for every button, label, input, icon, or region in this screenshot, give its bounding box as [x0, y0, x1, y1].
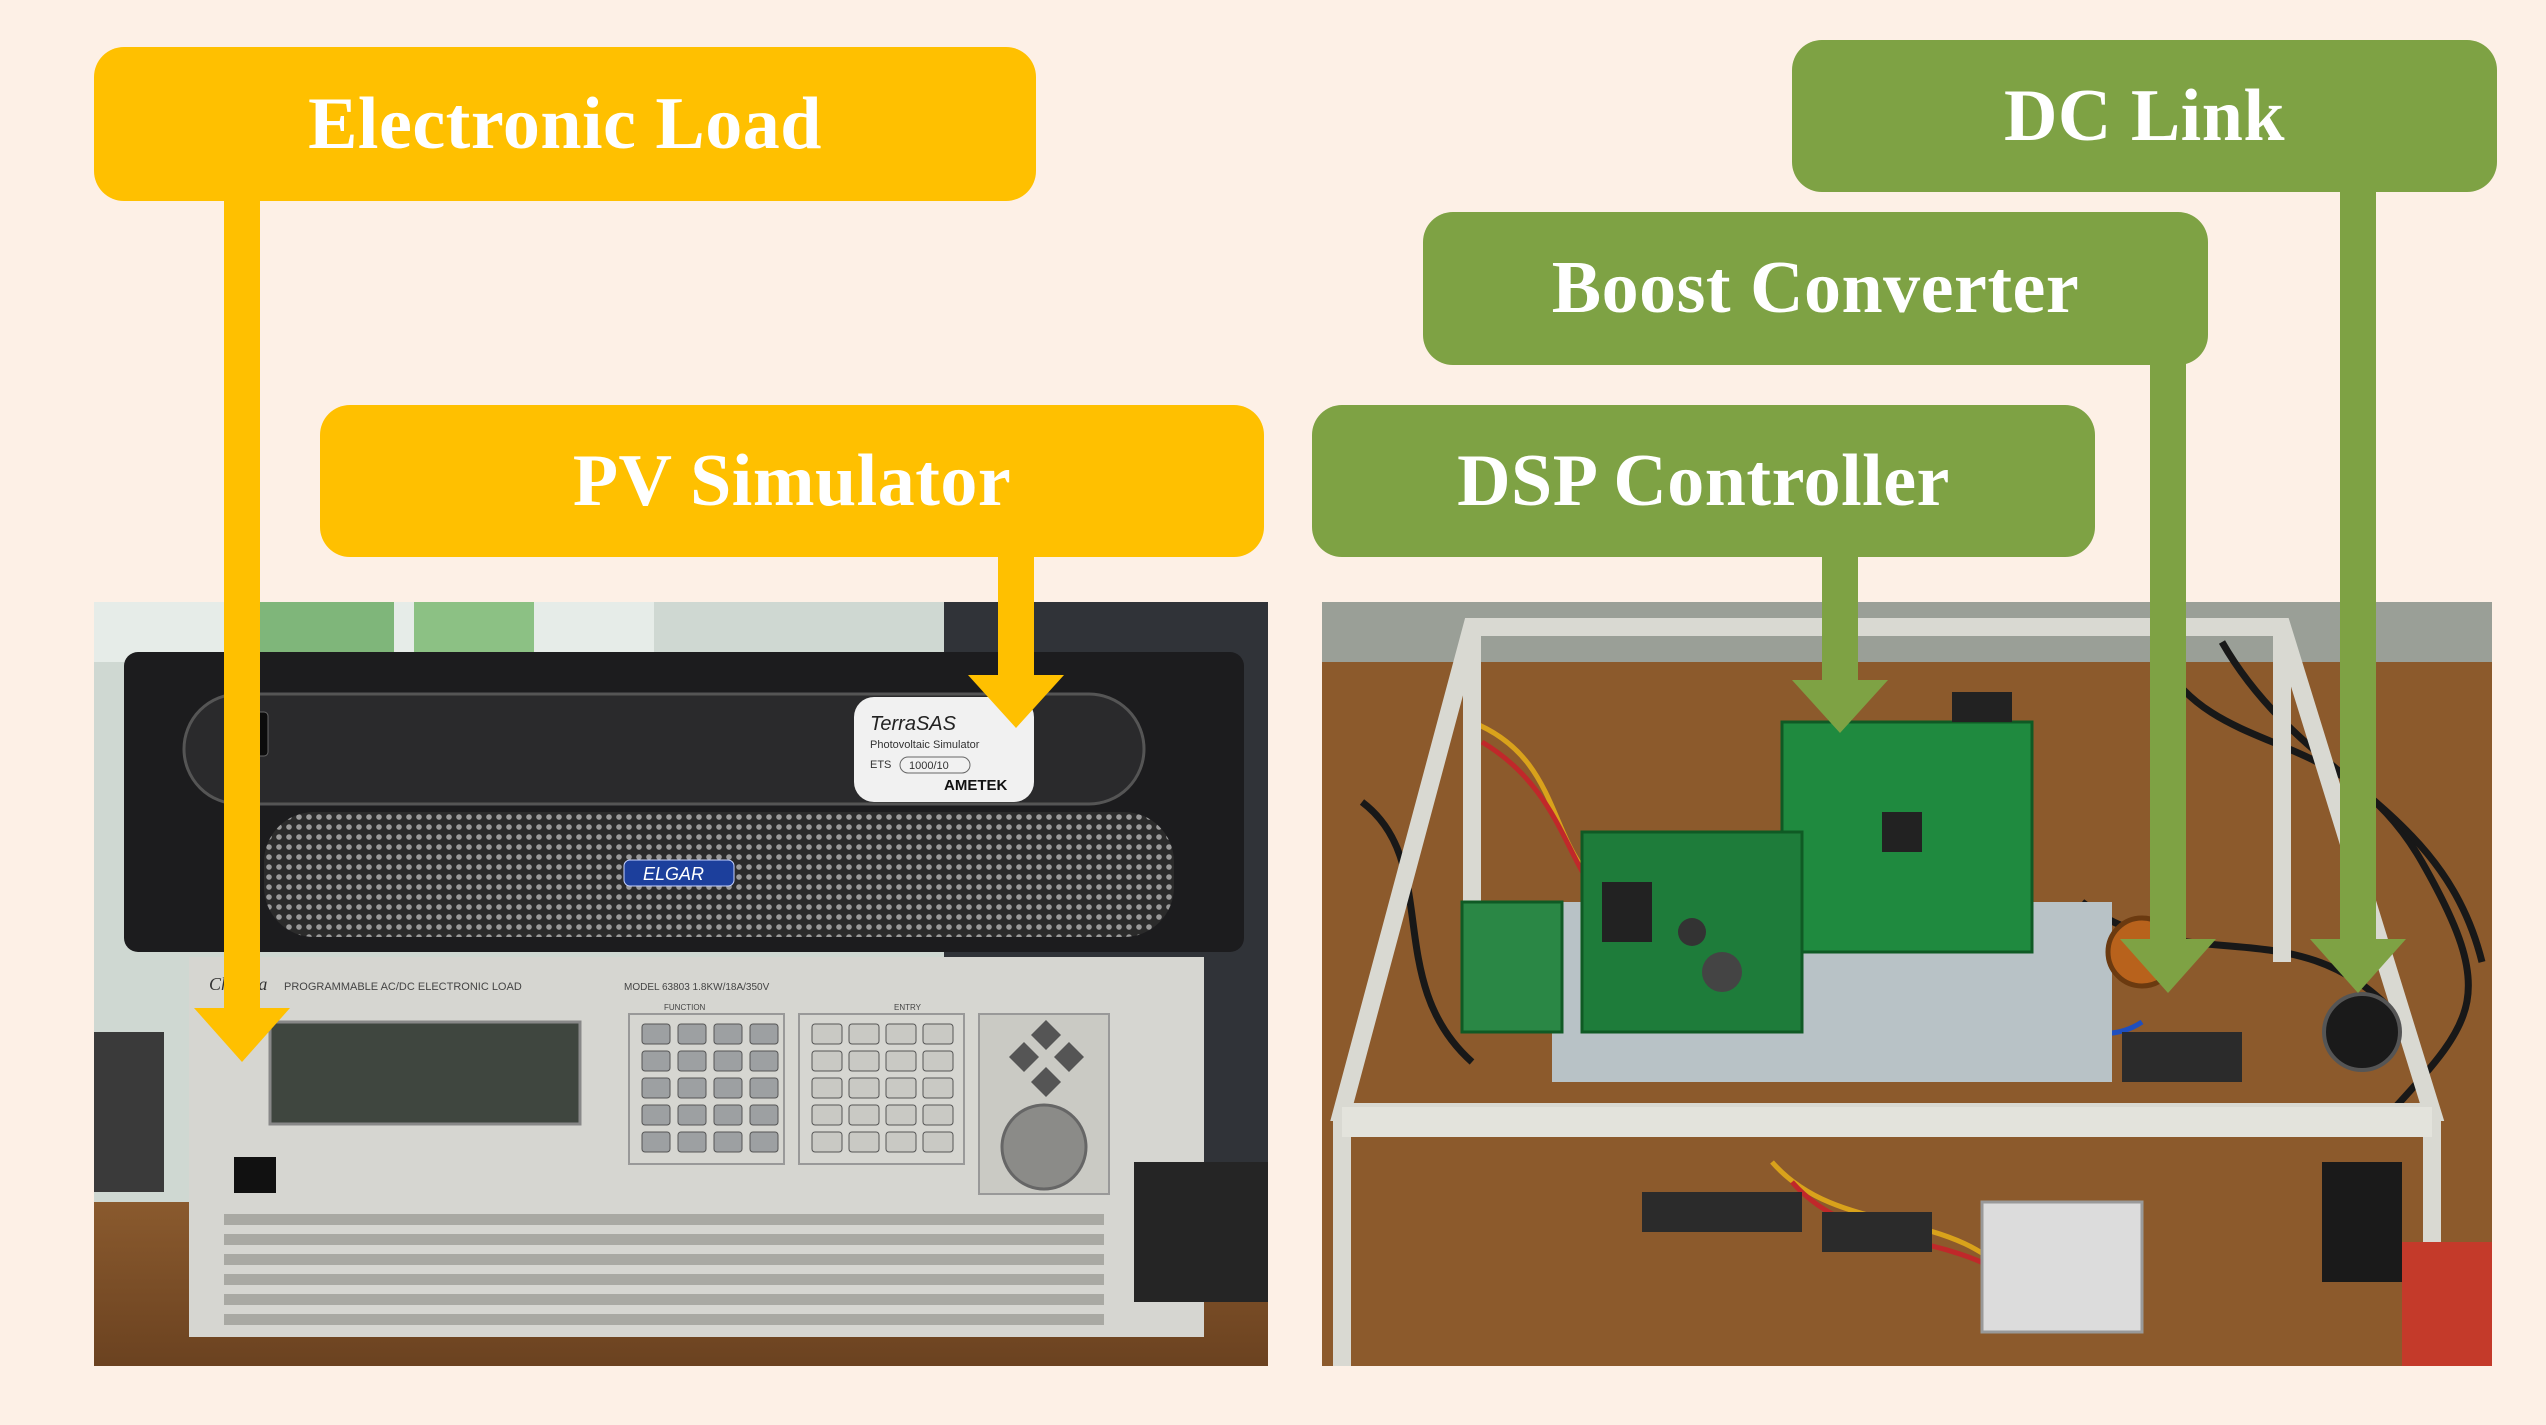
pv-model-text: 1000/10 [909, 760, 949, 772]
keypad-key [749, 1023, 779, 1045]
vent-slot [224, 1274, 1104, 1285]
keypad-key [922, 1050, 954, 1072]
terminal-block [2122, 1032, 2242, 1082]
dc-link-capacitor [2322, 992, 2402, 1072]
callout-boost-converter: Boost Converter [1423, 212, 2208, 365]
keypad-key [749, 1131, 779, 1153]
keypad-key [811, 1023, 843, 1045]
keypad-key [848, 1077, 880, 1099]
callout-electronic-load: Electronic Load [94, 47, 1036, 201]
vent-slot [224, 1314, 1104, 1325]
keypad-key [749, 1050, 779, 1072]
keypad-key [811, 1104, 843, 1126]
load-power-switch [234, 1157, 276, 1193]
callout-pv-simulator-label: PV Simulator [572, 439, 1012, 522]
keypad-key [848, 1050, 880, 1072]
keypad-key [641, 1104, 671, 1126]
keypad-key [922, 1131, 954, 1153]
vent-slot [224, 1254, 1104, 1265]
keypad-key [848, 1104, 880, 1126]
entry-section-label: ENTRY [894, 1003, 922, 1012]
keypad-key [677, 1023, 707, 1045]
keypad-key [811, 1077, 843, 1099]
pv-maker-text: AMETEK [944, 777, 1008, 794]
vent-slot [224, 1294, 1104, 1305]
converter-prototype-photo [1322, 602, 2492, 1366]
keypad-key [922, 1104, 954, 1126]
keypad-key [641, 1050, 671, 1072]
vent-slot [224, 1234, 1104, 1245]
keypad-key [677, 1050, 707, 1072]
keypad-key [922, 1023, 954, 1045]
keypad-key [713, 1050, 743, 1072]
keypad-key [848, 1131, 880, 1153]
keypad-key [713, 1077, 743, 1099]
keypad-key [922, 1077, 954, 1099]
boost-inductor [2105, 915, 2179, 989]
keypad-key [641, 1131, 671, 1153]
load-description-text: PROGRAMMABLE AC/DC ELECTRONIC LOAD [284, 981, 522, 993]
keypad-key [885, 1023, 917, 1045]
keypad-key [713, 1023, 743, 1045]
elgar-badge [623, 859, 735, 887]
load-rotary-knob [1000, 1103, 1088, 1191]
function-section-label: FUNCTION [664, 1003, 706, 1012]
keypad-key [811, 1131, 843, 1153]
keypad-key [885, 1050, 917, 1072]
keypad-key [677, 1131, 707, 1153]
callout-dc-link: DC Link [1792, 40, 2497, 192]
callout-dsp-controller-label: DSP Controller [1457, 439, 1950, 522]
load-brand-text: Chroma [209, 974, 267, 994]
entry-keypad [811, 1023, 954, 1153]
heatsink-cover [1980, 1200, 2144, 1334]
keypad-key [713, 1131, 743, 1153]
keypad-key [811, 1050, 843, 1072]
keypad-key [885, 1104, 917, 1126]
callout-dc-link-label: DC Link [2003, 74, 2286, 157]
keypad-key [677, 1077, 707, 1099]
test-bench-photo: TerraSAS Photovoltaic Simulator ETS 1000… [94, 602, 1268, 1366]
pv-model-prefix-text: ETS [870, 759, 891, 771]
keypad-key [749, 1104, 779, 1126]
pv-brand-text: TerraSAS [870, 713, 957, 735]
keypad-key [713, 1104, 743, 1126]
keypad-key [885, 1077, 917, 1099]
keypad-key [641, 1077, 671, 1099]
keypad-key [641, 1023, 671, 1045]
elgar-badge-text: ELGAR [643, 864, 704, 884]
keypad-key [749, 1077, 779, 1099]
pv-simulator-unit: TerraSAS Photovoltaic Simulator ETS 1000… [124, 652, 1244, 952]
load-model-text: MODEL 63803 1.8KW/18A/350V [624, 982, 770, 993]
vent-slot [224, 1214, 1104, 1225]
callout-boost-converter-label: Boost Converter [1551, 247, 2080, 329]
keypad-key [848, 1023, 880, 1045]
callout-electronic-load-label: Electronic Load [308, 82, 822, 165]
electronic-load-unit: Chroma PROGRAMMABLE AC/DC ELECTRONIC LOA… [189, 957, 1204, 1337]
keypad-key [677, 1104, 707, 1126]
function-keypad [641, 1023, 779, 1153]
pv-subtitle-text: Photovoltaic Simulator [870, 739, 980, 751]
callout-pv-simulator: PV Simulator [320, 405, 1264, 557]
pv-power-switch [243, 711, 269, 757]
load-vent-slots [224, 1214, 1104, 1325]
load-lcd-display [268, 1020, 582, 1126]
keypad-key [885, 1131, 917, 1153]
callout-dsp-controller: DSP Controller [1312, 405, 2095, 557]
